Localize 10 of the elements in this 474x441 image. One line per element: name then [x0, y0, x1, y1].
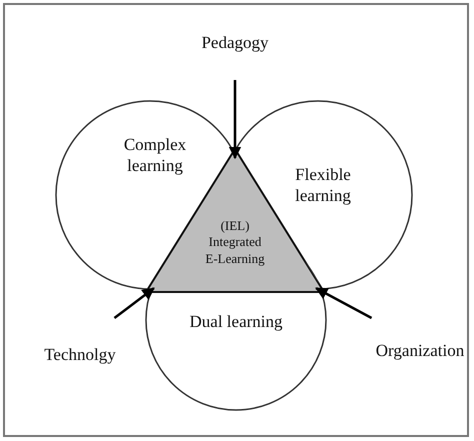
arrow	[228, 80, 242, 160]
arrow	[315, 287, 372, 320]
pillar-label: Technolgy	[43, 344, 117, 366]
pillar-label: Organization	[374, 340, 466, 362]
circle-label: Flexible learning	[294, 164, 352, 206]
circle-label: Dual learning	[188, 311, 284, 332]
arrow	[114, 287, 155, 319]
center-label: (IEL) Integrated E-Learning	[205, 218, 265, 267]
pillar-label: Pedagogy	[200, 32, 270, 54]
circle-label: Complex learning	[122, 134, 188, 176]
